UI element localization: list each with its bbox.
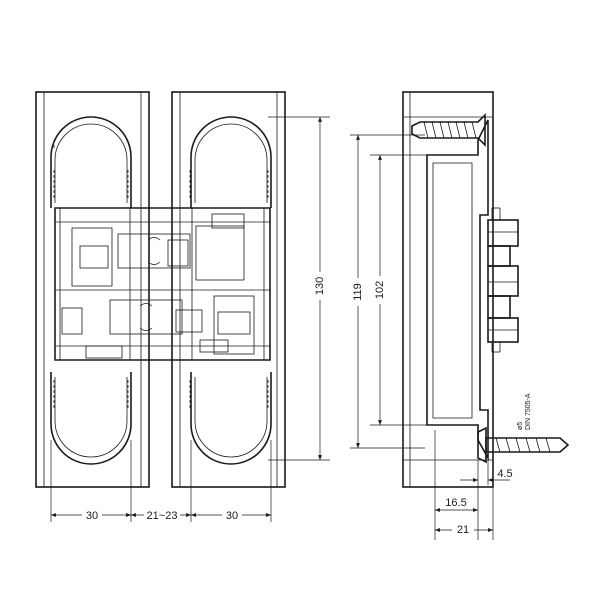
screw-diameter: ø5: [517, 422, 524, 430]
dim-depth-21: 21: [457, 524, 469, 536]
side-height-dimensions: 119 102: [350, 134, 427, 449]
front-height-dimension: 130: [268, 116, 330, 461]
right-hinge-leaf: [171, 91, 286, 488]
screw-spec-label: ø5 DIN 7505-A: [517, 393, 532, 430]
top-screw-icon: [411, 113, 486, 147]
screw-standard: DIN 7505-A: [525, 393, 532, 430]
dim-depth-4-5: 4.5: [497, 468, 512, 480]
dim-height-102: 102: [374, 281, 386, 299]
bottom-screw-icon: [477, 426, 570, 464]
dim-left-leaf-width: 30: [86, 510, 98, 522]
dim-total-height: 130: [314, 277, 326, 295]
dim-height-119: 119: [352, 283, 364, 301]
side-depth-dimensions: 16.5 21 4.5: [434, 430, 513, 540]
dim-depth-16-5: 16.5: [445, 497, 466, 509]
front-width-dimensions: 30 21~23 30: [50, 440, 272, 522]
hinge-side-view: [402, 91, 519, 488]
dim-right-leaf-width: 30: [226, 510, 238, 522]
dim-gap: 21~23: [147, 510, 178, 522]
hinge-mechanism: [53, 140, 271, 410]
left-hinge-leaf: [35, 91, 150, 488]
